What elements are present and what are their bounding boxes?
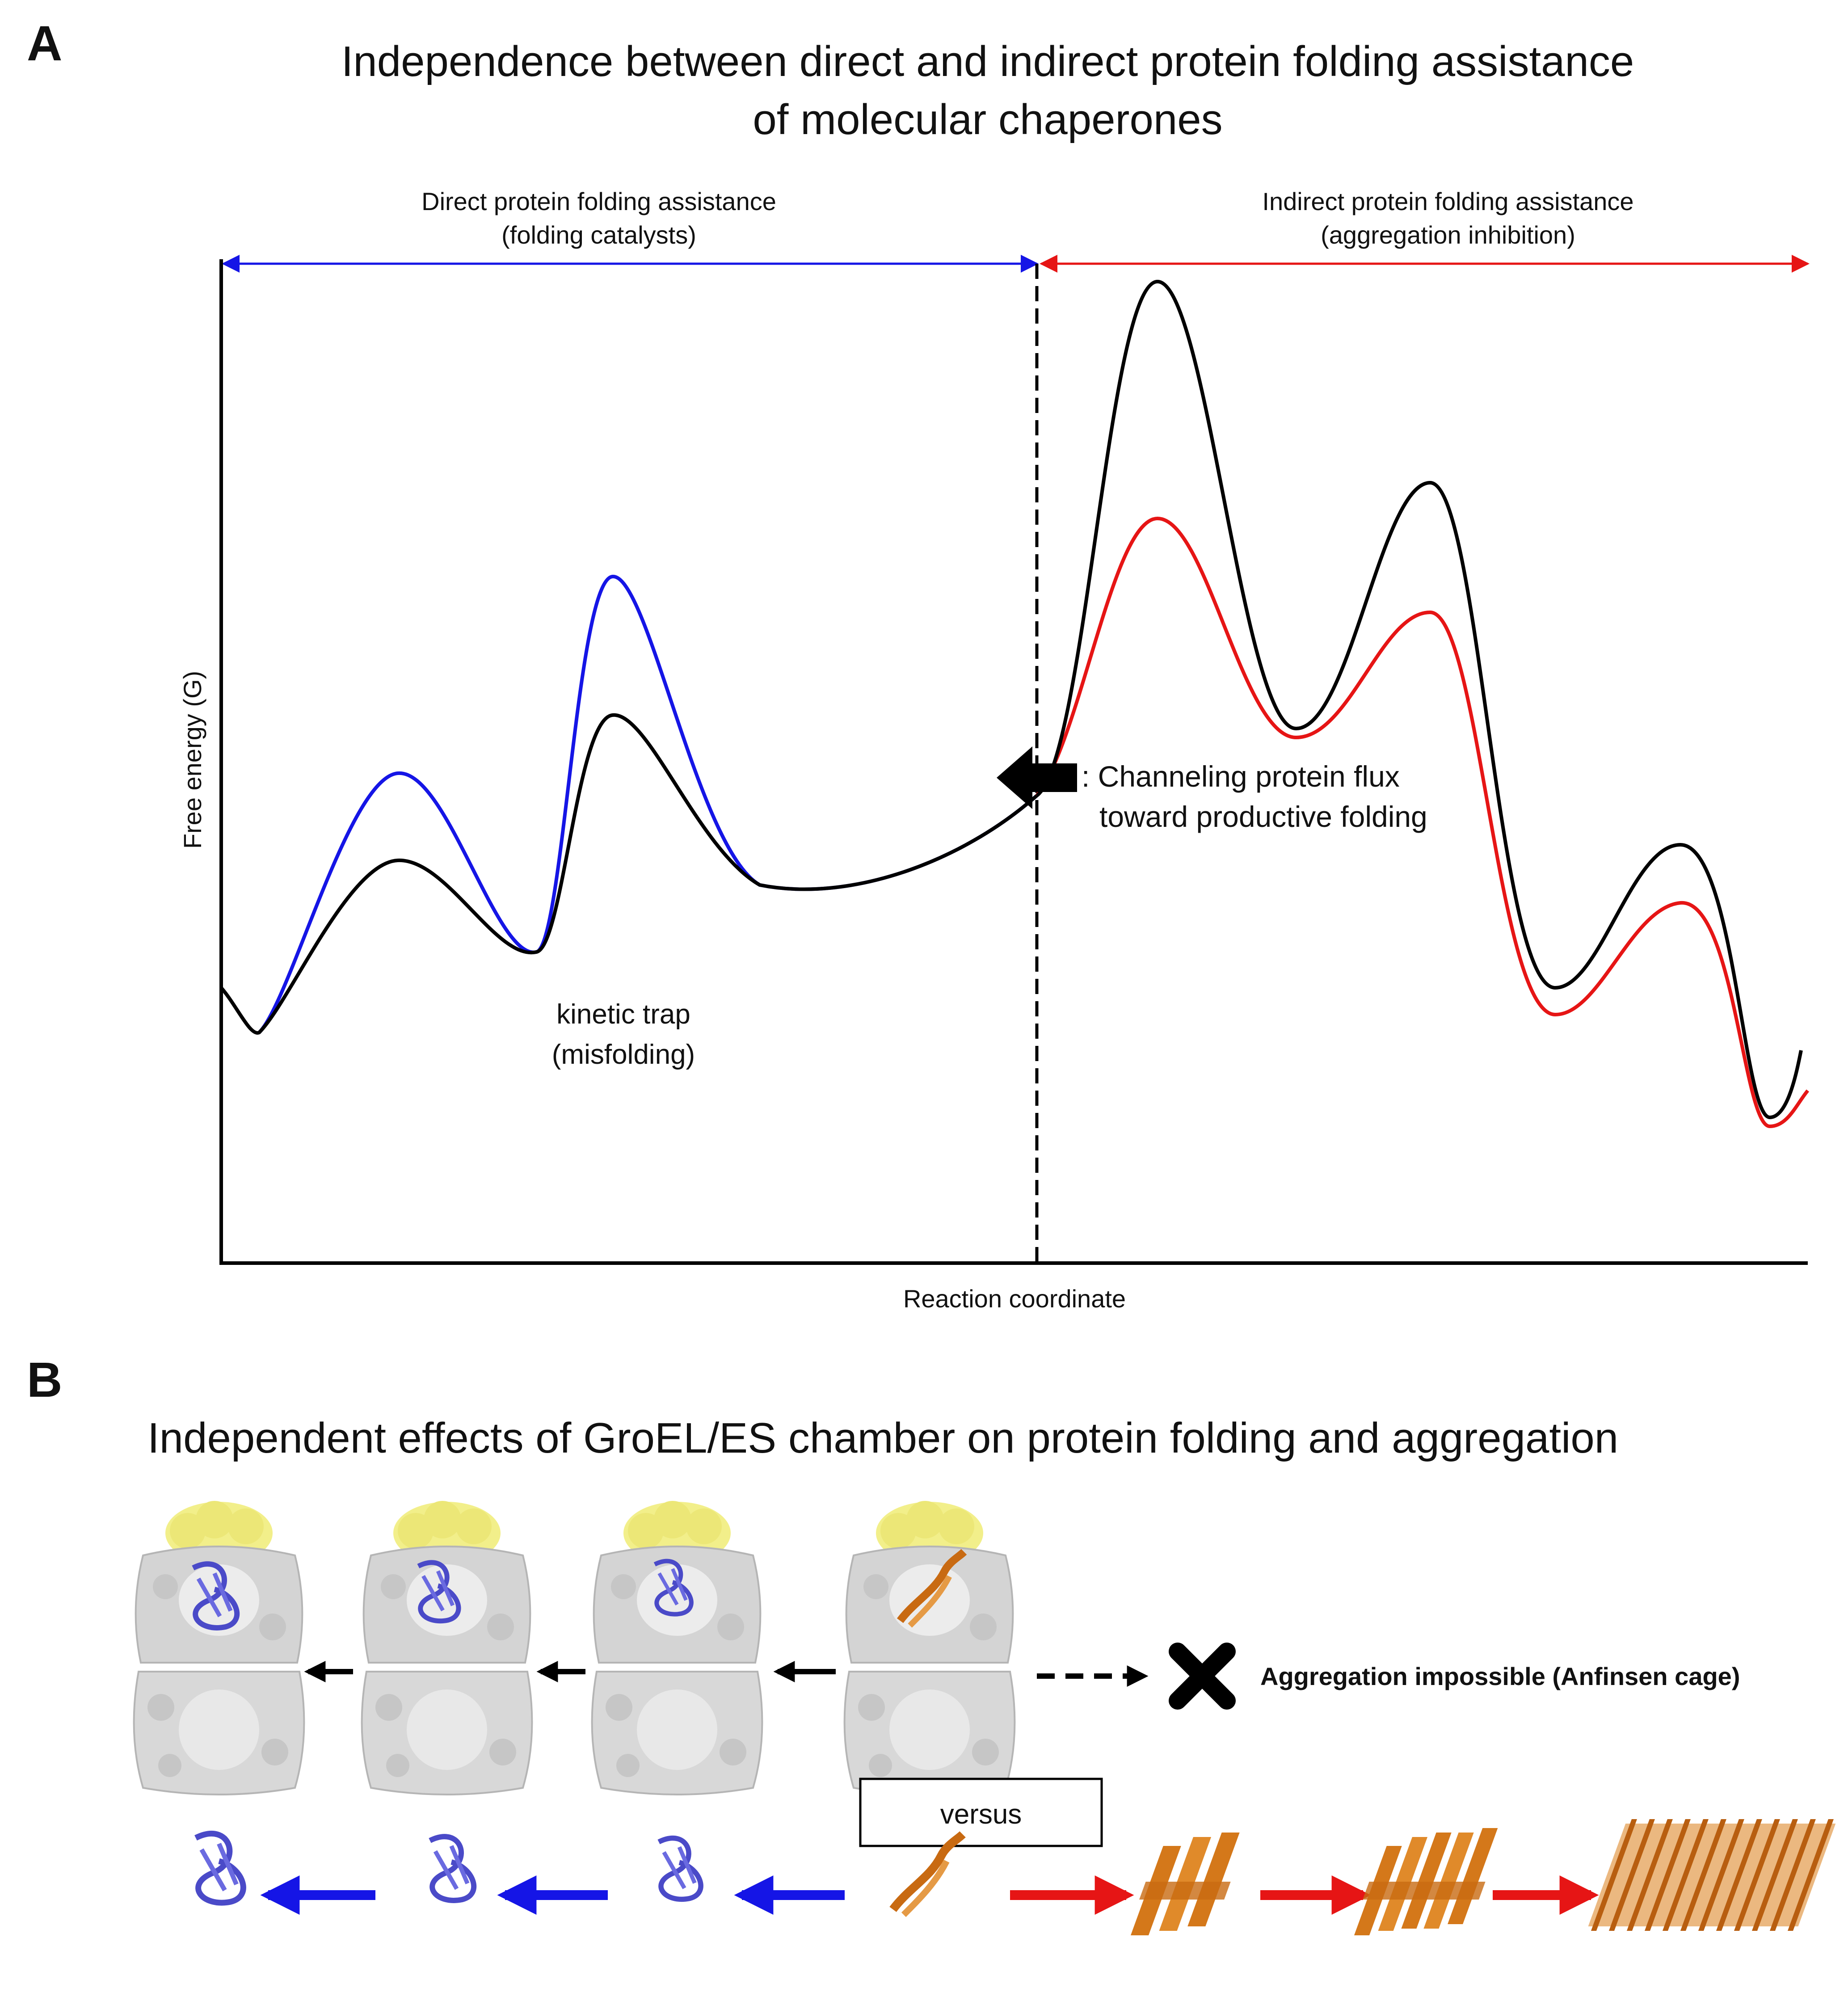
panel-a-title-line2: of molecular chaperones <box>753 96 1222 143</box>
aggregation-impossible-label: Aggregation impossible (Anfinsen cage) <box>1260 1662 1740 1690</box>
kinetic-trap-sublabel: (misfolding) <box>552 1039 695 1070</box>
direct-assistance-label: Direct protein folding assistance <box>421 187 776 215</box>
chamber-stage-2 <box>361 1500 533 1795</box>
direct-baseline-curve <box>219 713 1038 1035</box>
panel-a-letter: A <box>27 16 62 71</box>
chamber-stage-3 <box>591 1500 763 1795</box>
indirect-assisted-curve <box>1035 516 1810 1129</box>
free-folded-protein-3 <box>659 1838 701 1900</box>
direct-assistance-sublabel: (folding catalysts) <box>501 221 696 249</box>
aggregate-small <box>1130 1833 1240 1935</box>
indirect-assistance-sublabel: (aggregation inhibition) <box>1321 221 1575 249</box>
indirect-assistance-label: Indirect protein folding assistance <box>1262 187 1633 215</box>
panel-b-title: Independent effects of GroEL/ES chamber … <box>147 1414 1618 1462</box>
panel-a-title-line1: Independence between direct and indirect… <box>341 38 1634 85</box>
panel-b-letter: B <box>27 1352 62 1407</box>
big-left-arrow-icon <box>997 746 1077 809</box>
x-mark-icon <box>1169 1643 1236 1710</box>
channeling-label-line2: toward productive folding <box>1099 800 1427 833</box>
aggregate-medium <box>1354 1828 1498 1935</box>
chamber-stage-4 <box>843 1500 1016 1795</box>
free-folded-protein-2 <box>430 1837 474 1900</box>
indirect-baseline-curve <box>1036 279 1803 1120</box>
versus-label: versus <box>940 1799 1022 1830</box>
versus-box <box>859 1778 1103 1847</box>
chamber-stage-1 <box>133 1500 305 1795</box>
free-folded-protein-1 <box>196 1833 243 1903</box>
aggregate-fibril <box>1588 1819 1836 1931</box>
x-axis-label: Reaction coordinate <box>903 1285 1126 1313</box>
y-axis-label: Free energy (G) <box>178 671 206 849</box>
kinetic-trap-label: kinetic trap <box>556 999 690 1030</box>
direct-assisted-curve <box>258 574 1038 1034</box>
channeling-label-line1: : Channeling protein flux <box>1082 760 1400 793</box>
